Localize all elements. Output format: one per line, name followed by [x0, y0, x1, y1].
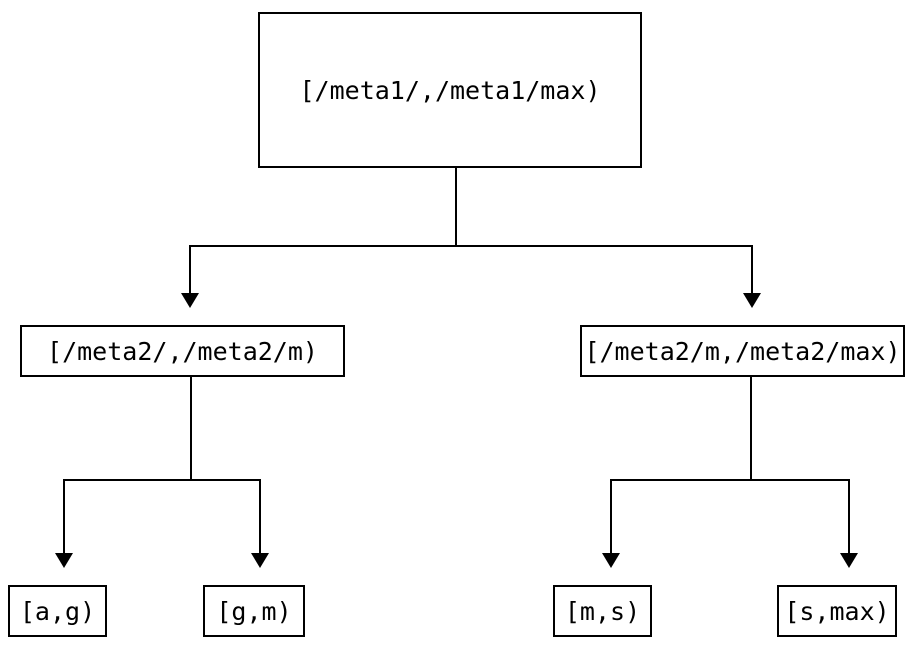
- edge-left-child-stem: [190, 377, 192, 481]
- node-leaf-ag: [a,g): [8, 585, 107, 637]
- arrow-down-icon: [251, 553, 269, 568]
- edge-right-child-bar: [610, 479, 850, 481]
- arrow-down-icon: [602, 553, 620, 568]
- node-leaf-gm: [g,m): [203, 585, 305, 637]
- arrow-down-icon: [743, 293, 761, 308]
- edge-root-stem: [455, 168, 457, 247]
- node-leaf-ms: [m,s): [553, 585, 652, 637]
- node-leaf-smax: [s,max): [777, 585, 897, 637]
- edge-left-child-to-leaf-gm-drop: [259, 479, 261, 554]
- arrow-down-icon: [181, 293, 199, 308]
- edge-left-child-bar: [63, 479, 261, 481]
- edge-root-to-left-drop: [189, 245, 191, 294]
- node-right-child-label: [/meta2/m,/meta2/max): [584, 336, 901, 366]
- edge-left-child-to-leaf-ag-drop: [63, 479, 65, 554]
- edge-right-child-stem: [750, 377, 752, 481]
- node-root-label: [/meta1/,/meta1/max): [299, 75, 601, 105]
- node-leaf-ag-label: [a,g): [19, 596, 96, 626]
- arrow-down-icon: [840, 553, 858, 568]
- node-left-child-label: [/meta2/,/meta2/m): [47, 336, 318, 366]
- arrow-down-icon: [55, 553, 73, 568]
- node-leaf-smax-label: [s,max): [784, 596, 890, 626]
- node-right-child: [/meta2/m,/meta2/max): [580, 325, 905, 377]
- node-root: [/meta1/,/meta1/max): [258, 12, 642, 168]
- node-leaf-gm-label: [g,m): [216, 596, 292, 626]
- edge-right-child-to-leaf-smax-drop: [848, 479, 850, 554]
- edge-root-bar: [189, 245, 753, 247]
- node-left-child: [/meta2/,/meta2/m): [20, 325, 345, 377]
- node-leaf-ms-label: [m,s): [564, 596, 641, 626]
- edge-right-child-to-leaf-ms-drop: [610, 479, 612, 554]
- edge-root-to-right-drop: [751, 245, 753, 294]
